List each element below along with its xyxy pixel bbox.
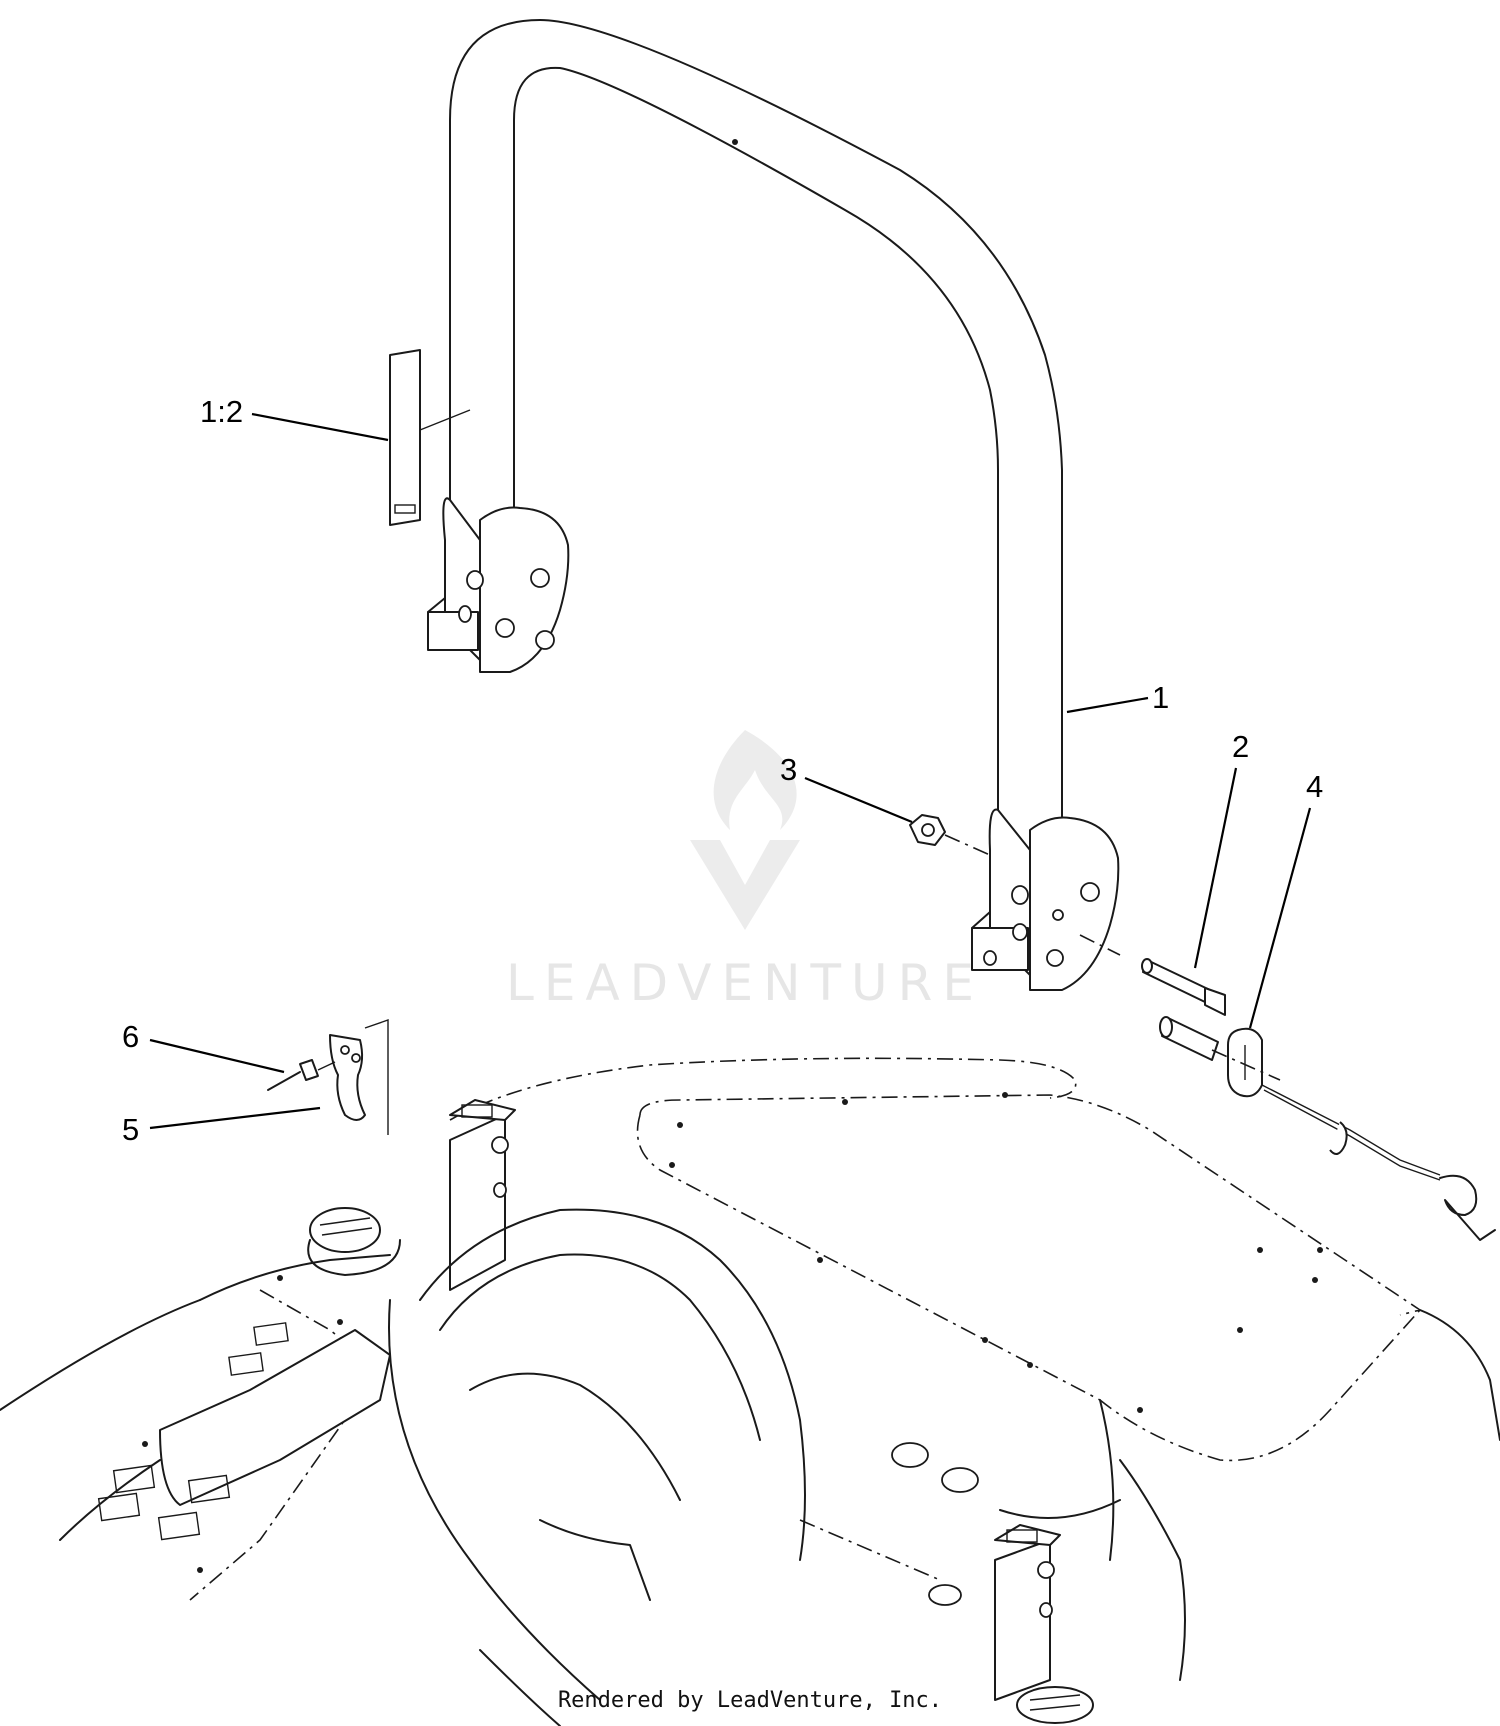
watermark-v-icon (690, 840, 800, 930)
callout-3: 3 (780, 752, 913, 824)
cable-clip-bracket (329, 1019, 389, 1135)
rendered-by-footer: Rendered by LeadVenture, Inc. (557, 1688, 943, 1713)
rivet (267, 1059, 336, 1091)
svg-text:1:2: 1:2 (200, 394, 243, 429)
warning-decal (389, 349, 471, 526)
bolt (1079, 934, 1226, 1016)
svg-text:1: 1 (1152, 680, 1169, 715)
roll-bar-left-mount-plate (427, 497, 570, 673)
watermark-text: LEADVENTURE (506, 954, 984, 1012)
callout-1: 1 (1066, 680, 1169, 715)
leadventure-watermark: LEADVENTURE (506, 730, 984, 1012)
flange-nut (909, 814, 991, 856)
svg-text:2: 2 (1232, 729, 1249, 764)
lynch-pin-with-lanyard (1159, 1016, 1496, 1241)
roll-bar-right-mount-plate (971, 808, 1120, 991)
callout-2: 2 (1193, 729, 1249, 969)
mower-body (0, 1057, 1500, 1726)
svg-text:6: 6 (122, 1019, 139, 1054)
callout-6: 6 (122, 1019, 285, 1074)
roll-bar (427, 19, 1120, 991)
callout-5: 5 (122, 1106, 321, 1147)
svg-text:5: 5 (122, 1112, 139, 1147)
callout-1-2: 1:2 (200, 394, 389, 442)
svg-text:3: 3 (780, 752, 797, 787)
callout-4: 4 (1248, 769, 1323, 1029)
watermark-flame-icon (713, 730, 797, 830)
svg-text:4: 4 (1306, 769, 1323, 804)
